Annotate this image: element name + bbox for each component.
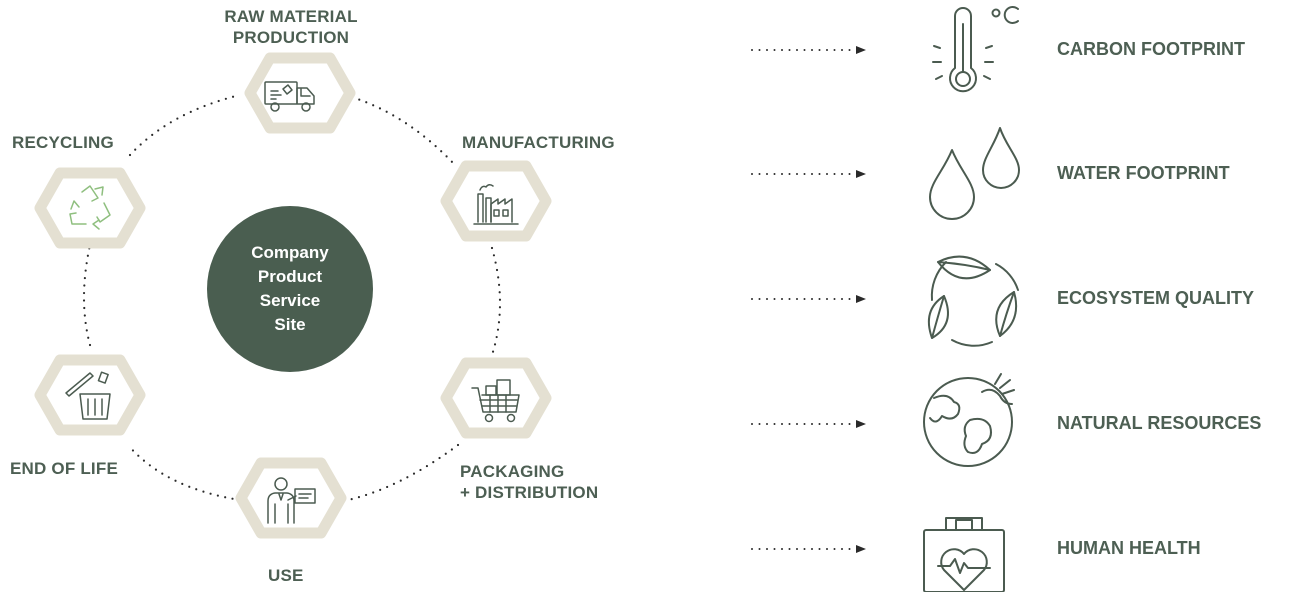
hexagon-manufacturing <box>440 160 552 242</box>
connector-packaging-to-use <box>346 443 460 502</box>
impact-label-water: WATER FOOTPRINT <box>1057 163 1230 183</box>
water-drops-icon <box>929 127 1020 220</box>
hexagon-packaging <box>440 357 552 439</box>
connector-recycling-to-raw <box>128 93 242 157</box>
stage-label-packaging-line2: + DISTRIBUTION <box>460 483 599 502</box>
stage-label-packaging: PACKAGING + DISTRIBUTION <box>460 461 598 503</box>
factory-icon <box>473 183 519 225</box>
recycle-icon <box>69 185 111 230</box>
connector-manufacturing-to-packaging <box>490 246 502 357</box>
arrow-resources <box>751 420 866 428</box>
center-label: Company Product Service Site <box>215 241 365 337</box>
hexagon-raw-material <box>244 52 356 134</box>
impact-arrows <box>751 46 866 553</box>
trash-bin-icon <box>65 371 111 420</box>
stage-label-raw-material-line1: RAW MATERIAL <box>224 7 358 26</box>
stage-label-packaging-line1: PACKAGING <box>460 462 565 481</box>
truck-icon <box>264 81 315 112</box>
arrow-carbon <box>751 46 866 54</box>
stage-label-recycling: RECYCLING <box>12 133 114 152</box>
health-kit-icon <box>923 517 1005 592</box>
leaves-icon <box>928 255 1019 347</box>
hexagon-use <box>235 457 347 539</box>
center-label-line2: Product <box>257 267 323 286</box>
center-circle <box>207 206 373 372</box>
stage-label-manufacturing: MANUFACTURING <box>462 133 615 152</box>
lifecycle-connectors <box>82 93 502 502</box>
thermometer-icon <box>932 6 1019 93</box>
hexagon-recycling <box>34 167 146 249</box>
connector-use-to-endoflife <box>126 443 242 502</box>
stage-label-end-of-life: END OF LIFE <box>10 459 118 478</box>
arrow-health <box>751 545 866 553</box>
arrow-ecosystem <box>751 295 866 303</box>
impact-label-resources: NATURAL RESOURCES <box>1057 413 1262 433</box>
impact-label-carbon: CARBON FOOTPRINT <box>1057 39 1245 59</box>
impact-label-ecosystem: ECOSYSTEM QUALITY <box>1057 288 1255 308</box>
connector-raw-to-manufacturing <box>343 93 457 167</box>
arrow-water <box>751 170 866 178</box>
stage-label-raw-material: RAW MATERIAL PRODUCTION <box>216 6 366 48</box>
connector-endoflife-to-recycling <box>82 243 92 347</box>
hexagon-end-of-life <box>34 354 146 436</box>
stage-label-raw-material-line2: PRODUCTION <box>232 28 350 47</box>
person-presenting-icon <box>267 477 316 524</box>
center-label-line3: Service <box>259 291 321 310</box>
center-label-line4: Site <box>274 315 306 334</box>
stage-label-use: USE <box>268 566 304 585</box>
center-label-line1: Company <box>251 243 329 262</box>
globe-icon <box>923 373 1015 467</box>
impact-label-health: HUMAN HEALTH <box>1057 538 1201 558</box>
shopping-cart-icon <box>471 379 520 423</box>
